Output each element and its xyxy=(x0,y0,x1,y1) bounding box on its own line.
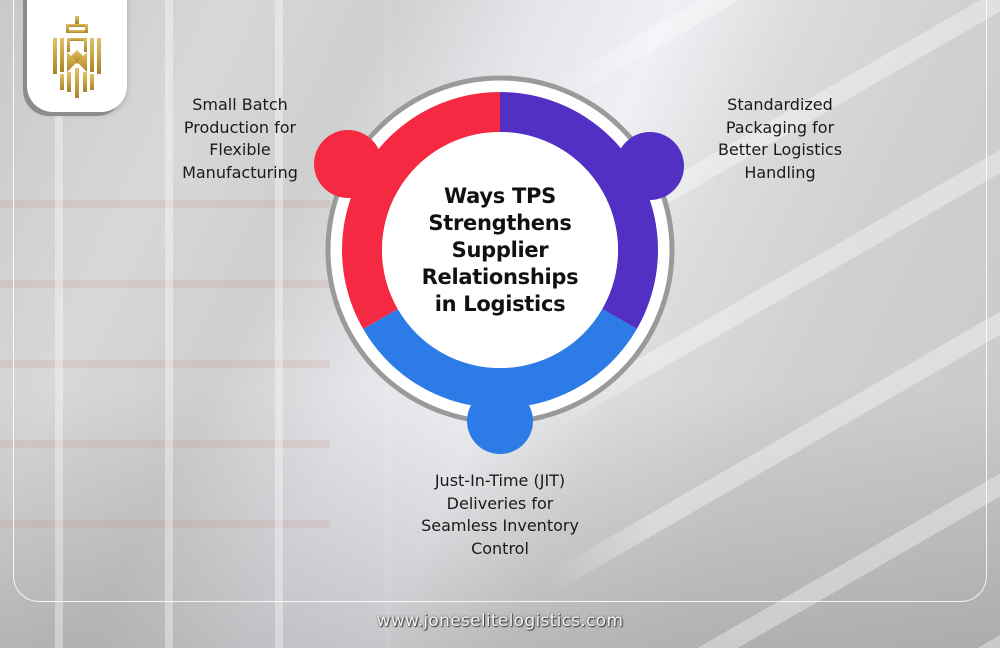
ring-segment-purple xyxy=(500,92,658,329)
label-line: Just-In-Time (JIT) xyxy=(434,471,566,490)
label-line: Handling xyxy=(744,162,816,182)
title-line: Strengthens xyxy=(428,210,572,235)
label-line: Standardized xyxy=(727,95,833,114)
label-line: Production for xyxy=(183,117,297,137)
label-line: Better Logistics xyxy=(717,140,843,159)
label-line: Manufacturing xyxy=(182,162,298,182)
label-line: Seamless Inventory xyxy=(421,516,579,535)
ring-segment-red xyxy=(342,92,500,329)
label-line: Packaging for xyxy=(725,117,835,137)
website-url-link[interactable]: www.joneselitelogistics.com xyxy=(376,611,624,631)
item-label-small-batch: Small Batch Production for Flexible Manu… xyxy=(140,94,340,184)
item-label-standardized-packaging: Standardized Packaging for Better Logist… xyxy=(680,94,880,184)
node-dot-blue[interactable] xyxy=(467,388,533,454)
title-line: Supplier xyxy=(451,237,549,262)
title-line: Ways TPS xyxy=(444,183,556,208)
inner-disk xyxy=(382,132,618,368)
title-line: in Logistics xyxy=(434,291,566,316)
node-dot-red[interactable] xyxy=(314,130,382,198)
title-line: Relationships xyxy=(421,264,579,289)
circular-ring-diagram xyxy=(314,75,684,454)
content-frame xyxy=(13,0,987,602)
background-tint xyxy=(0,150,330,600)
node-dot-purple[interactable] xyxy=(616,132,684,200)
diagram-title: Ways TPS Strengthens Supplier Relationsh… xyxy=(400,160,600,340)
label-line: Flexible xyxy=(209,140,271,159)
label-line: Control xyxy=(471,538,529,558)
label-line: Small Batch xyxy=(192,95,288,114)
item-label-jit-deliveries: Just-In-Time (JIT) Deliveries for Seamle… xyxy=(380,470,620,560)
crown-shield-monogram-icon xyxy=(53,16,101,98)
brand-logo-card[interactable] xyxy=(27,0,127,112)
label-line: Deliveries for xyxy=(446,493,554,513)
ring-segment-blue xyxy=(363,309,637,408)
